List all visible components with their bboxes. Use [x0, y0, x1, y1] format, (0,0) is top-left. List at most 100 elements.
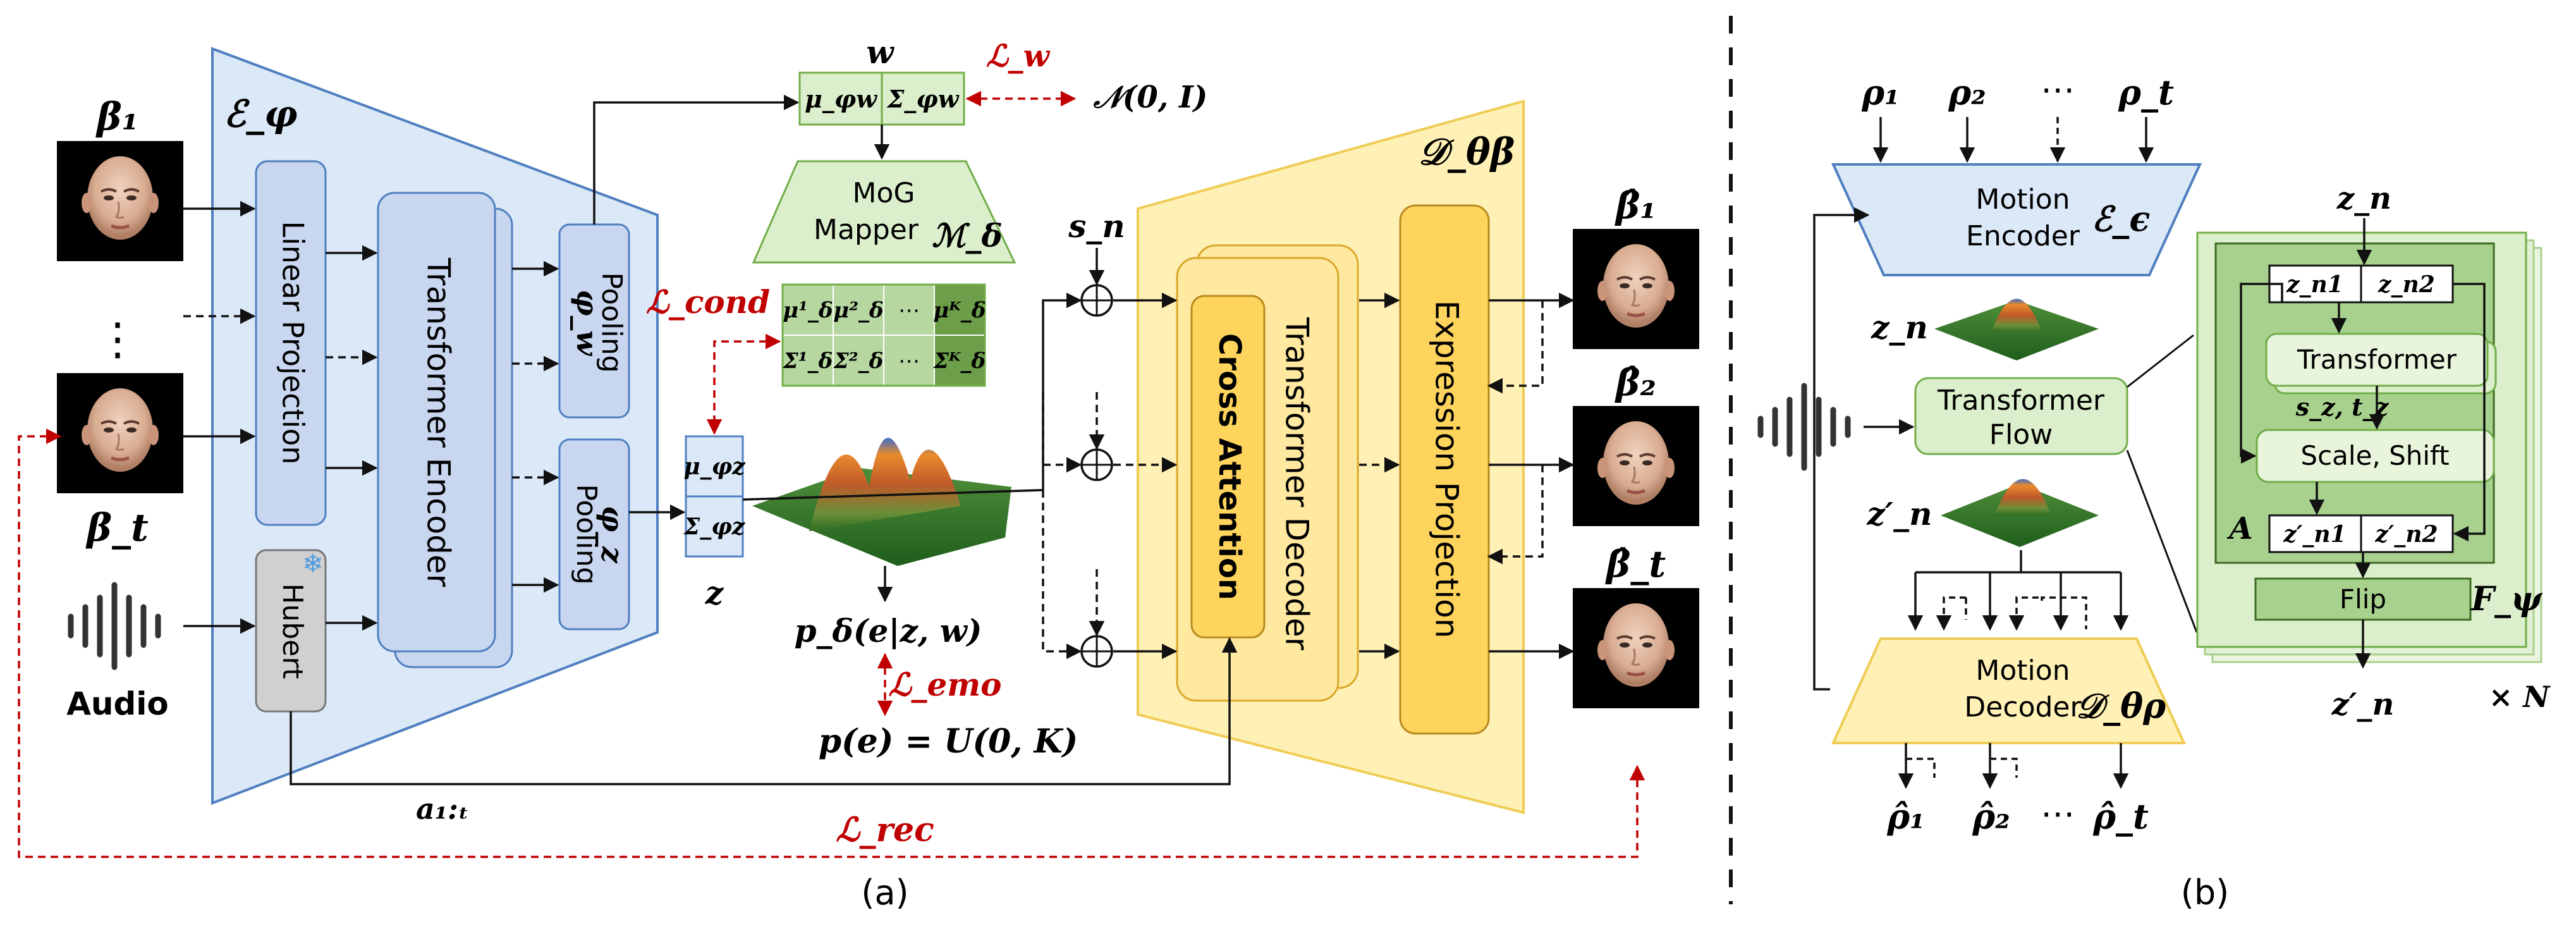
mapper-line1: MoG — [853, 177, 915, 209]
caption-a: (a) — [861, 873, 908, 912]
snowflake-icon: ❄ — [302, 550, 324, 579]
out-zn2-label: z′_n2 — [2374, 521, 2438, 548]
face-beta-1 — [57, 141, 183, 261]
transformer-encoder-label: Transformer Encoder — [420, 257, 457, 587]
motion-encoder-line2: Encoder — [1966, 220, 2080, 252]
pooling-w-phi: φ_w — [570, 290, 604, 357]
split-zn1 — [2268, 264, 2362, 304]
motion-encoder-block — [1831, 163, 2202, 276]
label-beta-hat-2: β̂₂ — [1615, 361, 1656, 404]
out-zn1-label: z′_n1 — [2283, 521, 2346, 548]
transformer-flow-line2: Flow — [1989, 419, 2053, 451]
label-beta-hat-t: β̂_t — [1605, 543, 1666, 586]
panel-b: ρ₁ ρ₂ ⋯ ρ_t Motion Encoder ℰ_ϵ z_n Trans… — [1757, 70, 2551, 912]
rho-2: ρ₂ — [1948, 72, 1986, 113]
flow-transformer-label: Transformer — [2297, 344, 2457, 375]
motion-decoder-symbol: 𝒟_θρ — [2076, 685, 2166, 726]
cross-attention-label: Cross Attention — [1212, 333, 1247, 600]
out-zn1 — [2268, 514, 2362, 553]
w-sigma-cell — [881, 71, 965, 126]
transformer-flow-block — [1914, 377, 2128, 455]
flow-detail: z_n z_n1 z_n2 Transformer s_z, t_z Scale… — [2196, 181, 2551, 722]
mog-sigma-1: Σ¹_δ — [782, 348, 833, 374]
expression-projection-label: Expression Projection — [1429, 300, 1465, 639]
w-sigma: Σ_φw — [886, 85, 960, 113]
panel-a: ℰ_φ β₁ ⋮ β_t Audio Linear Projection Hub… — [18, 34, 1699, 912]
rho-hat-1: ρ̂₁ — [1886, 796, 1925, 837]
w-label: w — [866, 34, 894, 71]
z-n-label: z_n — [1871, 309, 1928, 346]
encoder-symbol: ℰ_φ — [224, 92, 298, 135]
motion-decoder-block — [1831, 637, 2187, 744]
mog-sigma-K: Σᴷ_δ — [932, 348, 986, 374]
w-mu-cell — [798, 71, 883, 126]
mog-mu-dots: ⋯ — [898, 298, 920, 323]
mog-mapper-block — [752, 160, 1016, 264]
prior-e: p(e) = U(0, K) — [819, 722, 1078, 761]
audio-waveform-icon-b — [1757, 383, 1851, 471]
vertical-ellipsis: ⋮ — [95, 313, 140, 365]
label-beta-1: β₁ — [95, 95, 138, 139]
split-zn2 — [2360, 264, 2454, 304]
loss-cond-arrow — [706, 333, 781, 435]
motion-decoder-line2: Decoder — [1964, 691, 2082, 723]
normal-prior: 𝒩(0, I) — [1093, 80, 1208, 115]
w-mu: μ_φw — [805, 85, 877, 113]
mog-grid: μ¹_δ μ²_δ ⋯ μᴷ_δ Σ¹_δ Σ²_δ ⋯ Σᴷ_δ — [781, 283, 986, 387]
motion-decoder-line1: Motion — [1975, 654, 2070, 687]
s-n-label: s_n — [1068, 207, 1125, 245]
flow-output-label: z′_n — [2331, 687, 2395, 722]
motion-encoder-line1: Motion — [1975, 183, 2070, 216]
loss-rec: ℒ_rec — [836, 811, 934, 849]
mapper-symbol: ℳ_δ — [932, 217, 1003, 254]
out-zn2 — [2360, 514, 2454, 553]
z-label: z — [705, 574, 724, 611]
rho-dots: ⋯ — [2041, 70, 2075, 109]
audio-features-label: a₁:ₜ — [416, 792, 469, 826]
face-beta-hat-t — [1573, 588, 1699, 708]
mog-mu-K: μᴷ_δ — [933, 298, 986, 323]
caption-b: (b) — [2181, 873, 2229, 912]
pooling-w-label: Pooling — [595, 272, 628, 372]
mog-surface-plot — [752, 438, 1011, 566]
zoom-line-top — [2127, 334, 2194, 388]
transformer-flow-line1: Transformer — [1937, 384, 2105, 417]
motion-input-arrows — [1872, 117, 2154, 163]
loss-emo: ℒ_emo — [888, 666, 1001, 703]
audio-label: Audio — [66, 685, 169, 722]
rho-t: ρ_t — [2118, 72, 2174, 113]
decoder-symbol: 𝒟_θβ — [1419, 130, 1515, 173]
linear-projection-label: Linear Projection — [276, 221, 310, 464]
rho-1: ρ₁ — [1861, 72, 1900, 113]
label-beta-hat-1: β̂₁ — [1615, 184, 1656, 227]
hubert-label: Hubert — [276, 583, 308, 679]
zoom-line-bottom — [2126, 450, 2198, 633]
pooling-z-phi: φ_z — [595, 506, 630, 564]
flip-label: Flip — [2340, 584, 2386, 615]
loss-w: ℒ_w — [986, 39, 1051, 74]
scale-shift-label: Scale, Shift — [2300, 440, 2449, 471]
flow-A-label: A — [2226, 511, 2252, 546]
mog-mu-2: μ²_δ — [833, 298, 883, 323]
label-beta-t: β_t — [85, 506, 149, 550]
face-beta-t — [57, 373, 183, 493]
transformer-decoder-label: Transformer Decoder — [1279, 317, 1315, 651]
zn-prime-gaussian-plot — [1941, 479, 2099, 547]
split-zn1-label: z_n1 — [2286, 271, 2343, 298]
loss-cond: ℒ_cond — [646, 283, 770, 321]
rho-hat-2: ρ̂₂ — [1972, 796, 2010, 837]
z-sigma: Σ_φz — [683, 513, 746, 540]
scale-shift-block — [2256, 429, 2495, 483]
mapper-line2: Mapper — [814, 214, 919, 246]
flow-F-label: F_ψ — [2470, 580, 2543, 618]
motion-encoder-symbol: ℰ_ϵ — [2092, 199, 2151, 239]
mog-sigma-2: Σ²_δ — [833, 348, 884, 374]
loss-rec-arrow — [18, 428, 1645, 858]
audio-waveform-icon — [68, 582, 161, 670]
z-mu: μ_φz — [683, 453, 746, 480]
mog-mu-1: μ¹_δ — [783, 298, 833, 323]
zn-gaussian-plot — [1934, 298, 2099, 360]
flow-s-t-label: s_z, t_z — [2295, 393, 2390, 421]
flow-input-zn: z_n — [2336, 181, 2391, 216]
